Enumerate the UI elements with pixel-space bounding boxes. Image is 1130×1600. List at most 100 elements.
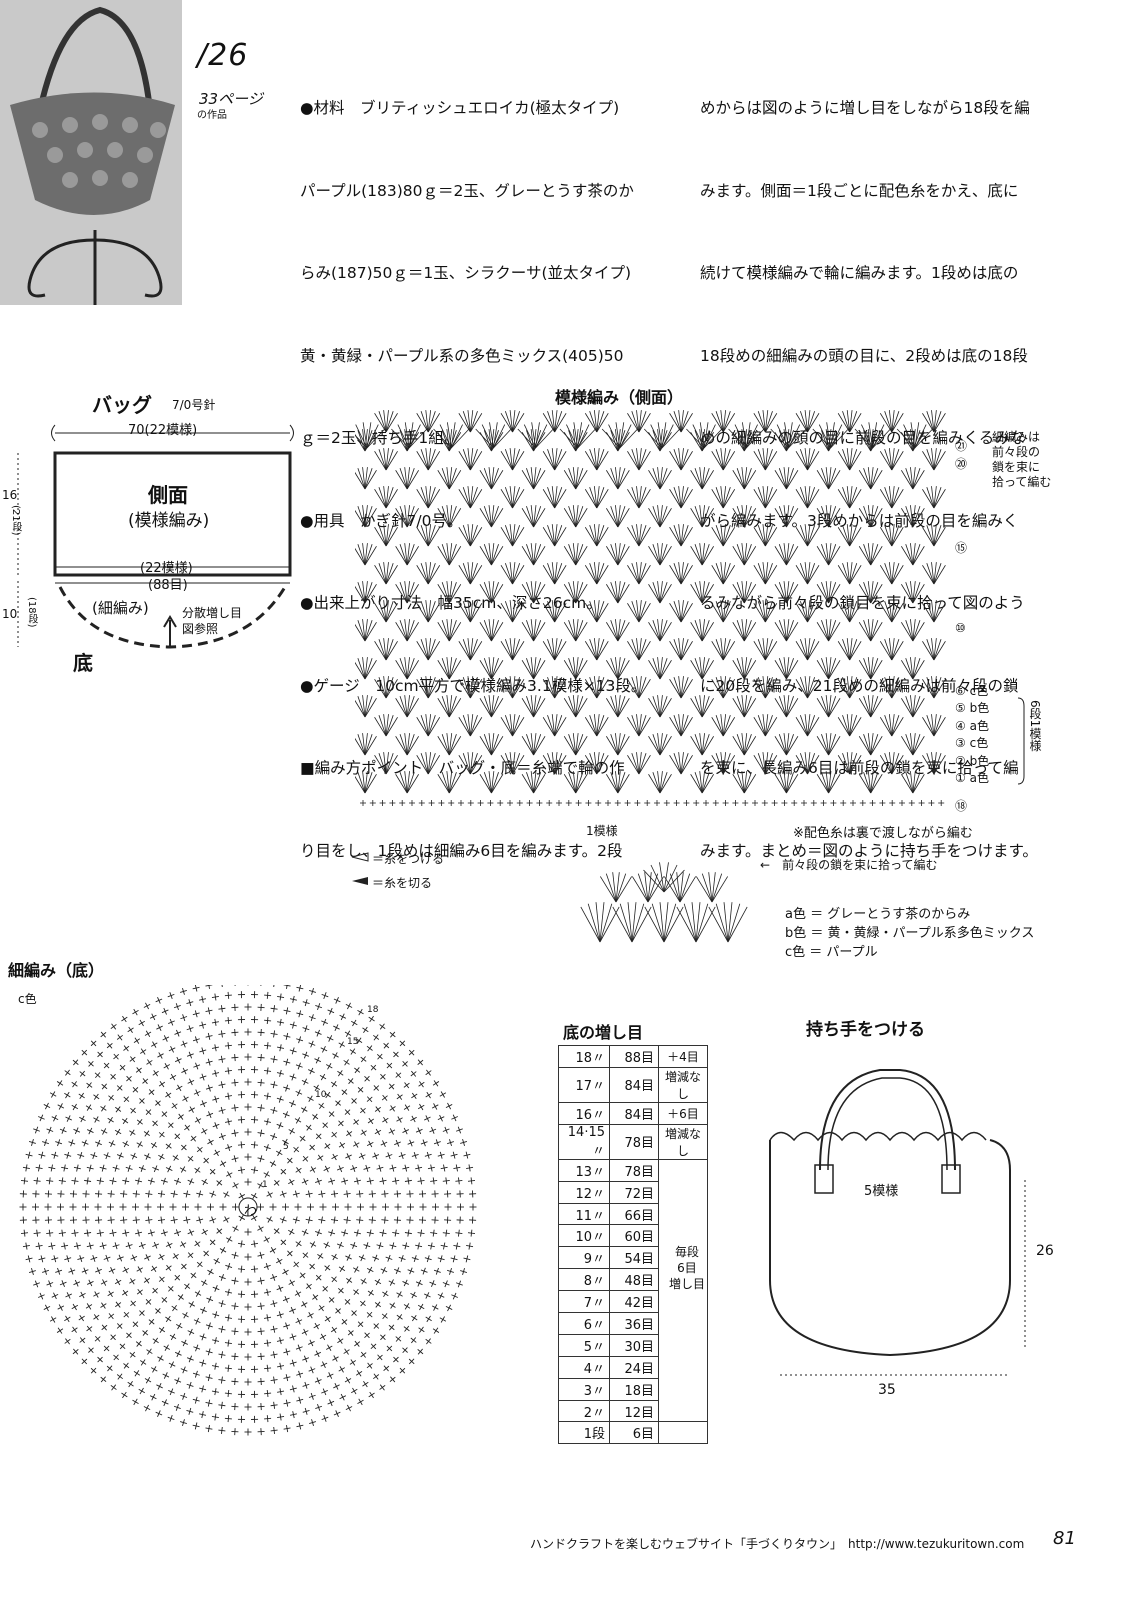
color-legend-a: a色 ＝ グレーとうす茶のからみ [785,907,971,922]
round-mark: 5 [283,1142,289,1152]
detail-note-text: 前々段の鎖を束に拾って編む [782,858,938,872]
row-marker: ⑥ c色 [955,684,989,698]
table-cell: 18〃 [558,1045,610,1068]
row-colors: ⑥ c色 ⑤ b色 ④ a色 ③ c色 ② b色 ① a色 [955,683,989,787]
note-line: 前々段の [992,445,1041,459]
side-height: 16 [2,488,18,502]
table-cell: 17〃 [558,1066,610,1103]
table-row: 11〃66目 [558,1202,708,1226]
legend-attach: ＝糸をつける [372,852,445,866]
table-cell [658,1159,708,1182]
merged-note: 毎段 6目 増し目 [667,1244,707,1292]
instruction-line: 黄・黄緑・パープル系の多色ミックス(405)50 [300,346,624,365]
table-row: 5〃30目 [558,1333,708,1357]
table-row: 6〃36目 [558,1312,708,1335]
table-row: 18〃88目＋4目 [558,1045,708,1068]
color-legend-b: b色 ＝ 黄・黄緑・パープル系多色ミックス [785,926,1035,941]
merged-note-line: 増し目 [668,1277,705,1291]
side-sub-label: (模様編み) [128,511,210,531]
handles-diagram [769,1069,1026,1376]
color-legend-c: c色 ＝ パープル [785,945,878,960]
needle-size: 7/0号針 [172,398,216,412]
row-marker-18: ⑱ [955,799,968,813]
pattern-number: /26 [197,38,249,73]
table-cell: 1段 [558,1421,610,1445]
row-marker: ⑤ b色 [955,701,990,716]
table-cell: 36目 [609,1312,659,1335]
table-cell: ＋6目 [658,1101,708,1125]
table-row: 10〃60目 [558,1224,708,1248]
bottom-label: 底 [73,651,93,675]
table-row: 16〃84目＋6目 [558,1101,708,1125]
row-marker-15: ⑮ [955,541,968,555]
pattern-chart-title: 模様編み（側面） [555,388,684,407]
instruction-line: 続けて模様編みで輪に編みます。1段めは底の [700,264,1019,282]
table-cell: 12目 [609,1399,659,1423]
row-marker-21: ㉑ [955,439,968,453]
table-row: 13〃78目 [558,1158,708,1182]
round-mark: 1 [262,1180,268,1190]
instruction-line: 18段めの細編みの頭の目に、2段めは底の18段 [700,346,1028,365]
row-marker-10: ⑩ [955,621,966,635]
legend-cut: ＝糸を切る [372,876,433,890]
table-cell: 84目 [609,1066,659,1103]
table-cell: 12〃 [558,1180,610,1204]
table-cell: 78目 [609,1158,659,1182]
bottom-chart-color: c色 [18,992,37,1006]
table-row: 3〃18目 [558,1377,708,1401]
table-row: 7〃42目 [558,1290,708,1314]
table-cell [658,1268,708,1291]
instruction-line: ●材料 ブリティッシュエロイカ(極太タイプ) [300,99,620,117]
table-cell: 4〃 [558,1355,610,1379]
bag-diagram-title: バッグ [92,393,152,417]
table-cell: 9〃 [558,1246,610,1270]
increase-table-title: 底の増し目 [563,1023,644,1042]
repeat-note: 6段1模様 [1028,700,1042,752]
legend-icons [351,852,369,885]
mid-stitches: (88目) [148,578,188,593]
detail-note: ← 前々段の鎖を束に拾って編む [760,858,938,872]
color-note: ※配色糸は裏で渡しながら編む [793,826,973,841]
table-cell [658,1290,708,1313]
table-row: 2〃12目 [558,1399,708,1423]
bottom-height-rows: (18段) [26,597,37,628]
footer-text: ハンドクラフトを楽しむウェブサイト「手づくりタウン」 http://www.te… [530,1537,1025,1551]
bag-width: 70(22模様) [128,423,198,438]
table-cell: 11〃 [558,1202,610,1226]
color-legend: a色 ＝ グレーとうす茶のからみ b色 ＝ 黄・黄緑・パープル系多色ミックス c… [785,905,1034,962]
table-cell: 18目 [609,1377,659,1401]
table-cell: 6目 [609,1421,659,1445]
table-row: 14·15〃78目増減なし [558,1123,708,1160]
table-row: 17〃84目増減なし [558,1066,708,1103]
table-cell: 84目 [609,1101,659,1125]
instruction-line: ●出来上がり寸法 幅35cm、深さ26cm。 [300,594,602,612]
instruction-line: るみながら前々段の鎖目を束に拾って図のよう [700,594,1025,612]
table-cell [658,1181,708,1204]
instruction-line: みます。まとめ＝図のように持ち手をつけます。 [700,841,1038,860]
bottom-chart [19,985,477,1436]
row-marker: ① a色 [955,771,989,786]
table-cell: 3〃 [558,1377,610,1401]
side-label: 側面 [148,483,188,507]
merged-note-line: 毎段 [674,1245,699,1259]
page-reference: 33ページ [199,90,263,108]
handles-height: 26 [1036,1243,1054,1259]
page-reference-sub: の作品 [197,110,227,121]
table-cell: 30目 [609,1333,659,1357]
instruction-line: らみ(187)50ｇ＝1玉、シラクーサ(並太タイプ) [300,264,632,282]
instruction-line: めからは図のように増し目をしながら18段を編 [700,99,1030,117]
note-line: 拾って編む [992,475,1052,489]
table-cell [658,1421,708,1445]
merged-note-line: 6目 [677,1261,697,1275]
table-cell: 10〃 [558,1224,610,1248]
instruction-line: ｇ＝2玉、持ち手1組。 [300,429,460,447]
table-row: 8〃48目 [558,1268,708,1292]
bottom-chart-title: 細編み（底） [8,961,105,980]
table-cell: 88目 [609,1045,659,1068]
instructions-column-2: めからは図のように増し目をしながら18段を編 みます。側面＝1段ごとに配色糸をか… [700,40,1038,893]
table-cell [658,1400,708,1423]
table-cell: 60目 [609,1224,659,1248]
table-cell [658,1356,708,1379]
